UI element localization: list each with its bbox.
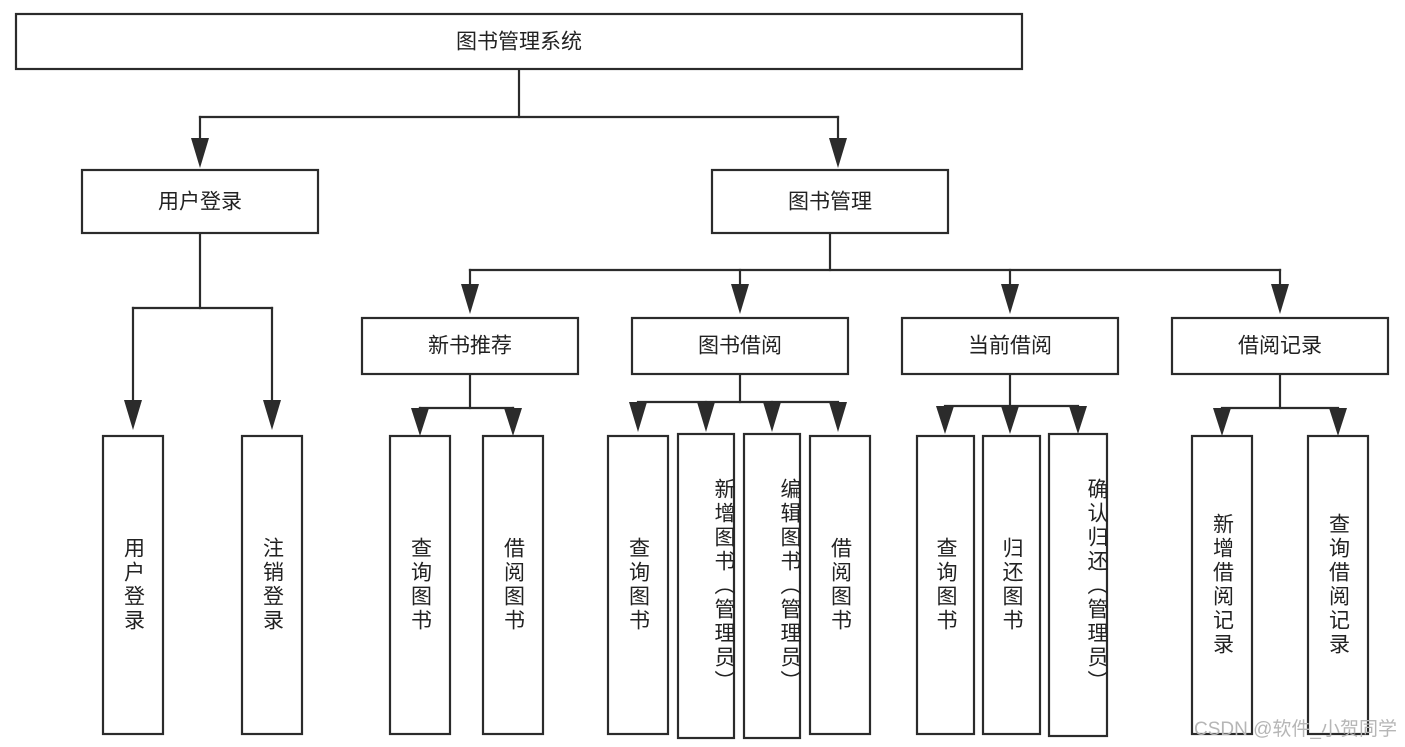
connector-group-current-borrow xyxy=(936,372,1087,434)
node-current-borrow-label: 当前借阅 xyxy=(968,335,1052,358)
leaf-box-br-query-record[interactable] xyxy=(1306,434,1370,736)
leaf-box-cb-confirm-return[interactable] xyxy=(1047,432,1109,738)
connector-group-book-manage xyxy=(461,231,1289,314)
leaf-box-user-login[interactable] xyxy=(101,434,165,736)
node-book-borrow-box[interactable] xyxy=(630,316,850,376)
leaf-box-cb-query-book[interactable] xyxy=(915,434,976,736)
node-user-login-label: 用户登录 xyxy=(158,191,242,214)
node-new-book-rec-box[interactable] xyxy=(360,316,580,376)
watermark-text: CSDN @软件_小贺同学 xyxy=(1194,719,1397,740)
arrow-head-nbr-borrow xyxy=(504,408,522,436)
arrow-head-bb-edit xyxy=(763,402,781,432)
connector-group-new-book-rec xyxy=(411,372,522,436)
arrow-head-book-manage xyxy=(829,138,847,168)
arrow-head-cb-return xyxy=(1001,406,1019,434)
leaf-box-br-add-record[interactable] xyxy=(1190,434,1254,736)
leaf-box-nbr-borrow-book[interactable] xyxy=(481,434,545,736)
node-book-manage-box[interactable] xyxy=(710,168,950,235)
leaf-box-logout[interactable] xyxy=(240,434,304,736)
arrow-head-borrow-record xyxy=(1271,284,1289,314)
leaf-box-bb-query-book[interactable] xyxy=(606,434,670,736)
arrow-head-bb-borrow xyxy=(829,402,847,432)
arrow-head-br-query xyxy=(1329,408,1347,436)
node-root-label: 图书管理系统 xyxy=(456,31,582,54)
connector-group-root xyxy=(191,66,847,168)
node-current-borrow-box[interactable] xyxy=(900,316,1120,376)
node-book-borrow-label: 图书借阅 xyxy=(698,335,782,358)
arrow-head-cb-query xyxy=(936,406,954,434)
leaf-box-bb-borrow-book[interactable] xyxy=(808,434,872,736)
arrow-head-leaf-logout xyxy=(263,400,281,430)
arrow-head-br-add xyxy=(1213,408,1231,436)
arrow-head-user-login xyxy=(191,138,209,168)
leaf-box-bb-add-book[interactable] xyxy=(676,432,736,740)
leaf-box-nbr-query-book[interactable] xyxy=(388,434,452,736)
node-borrow-record-label: 借阅记录 xyxy=(1238,335,1322,358)
node-borrow-record-box[interactable] xyxy=(1170,316,1390,376)
connector-group-borrow-record xyxy=(1213,372,1347,436)
node-book-manage-label: 图书管理 xyxy=(788,191,872,214)
node-root-box[interactable] xyxy=(14,12,1024,71)
arrow-head-bb-add xyxy=(697,402,715,432)
arrow-head-nbr-query xyxy=(411,408,429,436)
arrow-head-bb-query xyxy=(629,402,647,432)
node-new-book-rec-label: 新书推荐 xyxy=(428,335,512,358)
arrow-head-current-borrow xyxy=(1001,284,1019,314)
connector-group-user-login xyxy=(124,231,281,430)
arrow-head-book-borrow xyxy=(731,284,749,314)
node-user-login-box[interactable] xyxy=(80,168,320,235)
leaf-box-bb-edit-book[interactable] xyxy=(742,432,802,740)
arrow-head-cb-confirm xyxy=(1069,406,1087,434)
arrow-head-new-book-rec xyxy=(461,284,479,314)
connector-group-book-borrow xyxy=(629,372,847,432)
arrow-head-leaf-user-login xyxy=(124,400,142,430)
leaf-box-cb-return-book[interactable] xyxy=(981,434,1042,736)
